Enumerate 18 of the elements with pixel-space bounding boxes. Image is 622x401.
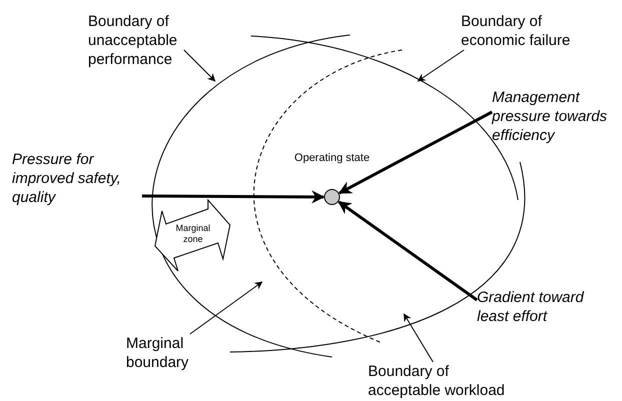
operating-state-circle (324, 189, 340, 205)
pressure-label: Management pressure towards efficiency (492, 88, 608, 145)
leader-line (417, 50, 464, 82)
pressure-label: Pressure for improved safety, quality (12, 150, 122, 207)
boundary-label: Marginal boundary (126, 334, 190, 372)
pressure-label: Gradient toward least effort (477, 288, 585, 326)
leader-line (404, 313, 434, 362)
arrow (142, 190, 325, 204)
boundary-label: Boundary of acceptable workload (368, 362, 506, 400)
leader-line (184, 50, 216, 82)
boundary-label: Boundary of unacceptable performance (88, 12, 178, 69)
boundary-label: Boundary of economic failure (461, 12, 572, 50)
state-label: Operating state (293, 151, 371, 165)
arrow (338, 110, 493, 194)
leader-line (190, 282, 263, 334)
double-arrow-shape (154, 199, 232, 273)
arrow (338, 200, 478, 302)
zone-label: Marginal zone (174, 223, 212, 245)
